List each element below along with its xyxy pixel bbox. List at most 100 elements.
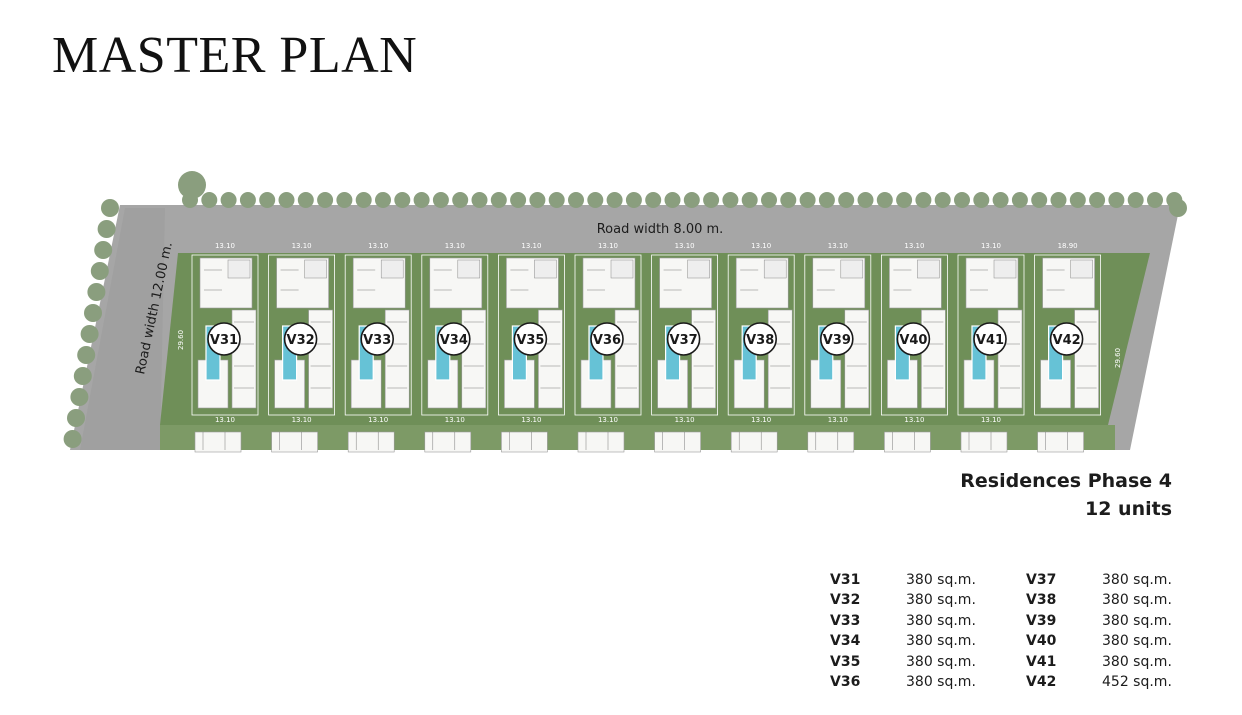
villa-label: V37 — [670, 333, 698, 348]
unit-id: V37 — [1026, 572, 1057, 588]
road-top-label: Road width 8.00 m. — [597, 222, 724, 237]
tree — [413, 192, 430, 208]
unit-area: 380 sq.m. — [1102, 633, 1172, 650]
tree — [973, 192, 990, 208]
tree — [63, 430, 82, 448]
garage — [380, 259, 404, 279]
tree — [510, 192, 527, 208]
lower-house — [424, 431, 472, 453]
tree — [587, 192, 604, 208]
plot-width-label-bottom: 13.10 — [521, 416, 541, 424]
garage — [610, 259, 634, 279]
tree — [625, 192, 642, 208]
villa-label-circle — [360, 322, 395, 356]
villa-label-circle — [896, 322, 931, 356]
unit-area: 380 sq.m. — [906, 572, 976, 588]
lower-house-row — [194, 431, 1084, 453]
lower-house — [884, 431, 931, 453]
page-title: MASTER PLAN — [52, 27, 418, 84]
plot-boundary — [574, 254, 642, 416]
tree — [683, 192, 700, 208]
unit-id: V40 — [1026, 633, 1057, 650]
plot-width-label-top: 13.10 — [368, 242, 388, 250]
unit-area: 452 sq.m. — [1102, 674, 1172, 690]
unit-area: 380 sq.m. — [906, 633, 976, 650]
plot-width-label-top: 13.10 — [675, 242, 695, 250]
tree — [1069, 192, 1086, 208]
plot-width-label-top: 13.10 — [751, 242, 771, 250]
tree — [77, 346, 96, 364]
tree — [97, 220, 116, 238]
tree — [80, 325, 99, 343]
tree — [915, 192, 932, 208]
tree — [452, 192, 469, 208]
house-back — [308, 309, 333, 409]
plot-boundary — [881, 254, 948, 416]
tree — [1108, 192, 1125, 208]
tree — [101, 199, 119, 217]
unit-area: 380 sq.m. — [1102, 612, 1172, 629]
tree — [87, 283, 106, 301]
tree — [355, 192, 372, 208]
plot-boundary — [804, 254, 872, 416]
villa-label-circle — [819, 322, 854, 356]
lower-house — [1037, 431, 1084, 453]
top-tree-row — [178, 171, 1187, 217]
lower-house — [807, 431, 855, 453]
plot-width-label-bottom: 13.10 — [292, 416, 312, 424]
garage — [1070, 259, 1093, 279]
unit-row-v40: V40 380 sq.m. — [1026, 631, 1206, 651]
villa-plots: V3113.1013.10V3213.1013.10V3313.1013.10V… — [191, 242, 1101, 424]
plot-boundary — [1034, 254, 1101, 416]
unit-area: 380 sq.m. — [1102, 592, 1172, 609]
plot-width-label-top: 13.10 — [215, 242, 235, 250]
plot-width-label-top: 13.10 — [521, 242, 541, 250]
house-back — [844, 309, 870, 409]
unit-id: V36 — [830, 674, 861, 690]
unit-area: 380 sq.m. — [906, 612, 976, 629]
plot-boundary — [344, 254, 412, 416]
villa-label-circle — [590, 322, 624, 356]
plot-boundary — [957, 254, 1025, 416]
tree — [1089, 192, 1106, 208]
plot-width-label-top: 13.10 — [598, 242, 618, 250]
tree — [992, 192, 1009, 208]
tree — [220, 192, 237, 208]
villa-label-circle — [743, 322, 778, 356]
house-back — [921, 309, 946, 409]
villa-label: V38 — [746, 333, 774, 348]
house-back — [691, 309, 716, 409]
lower-house — [577, 431, 625, 453]
villa-label: V42 — [1053, 333, 1081, 348]
villa-label: V39 — [823, 333, 851, 348]
plot-width-label-bottom: 13.10 — [445, 416, 465, 424]
house-back — [384, 309, 410, 409]
road-left-strip — [80, 208, 165, 450]
tree — [741, 192, 758, 208]
garage — [917, 259, 940, 279]
tree — [375, 192, 391, 208]
tree — [934, 192, 951, 208]
tree — [84, 304, 102, 322]
tree — [896, 192, 913, 208]
master-plan-map: V3113.1013.10V3213.1013.10V3313.1013.10V… — [63, 171, 1187, 453]
tree — [394, 192, 411, 208]
tree — [818, 192, 835, 208]
house-back — [461, 309, 487, 409]
tree — [1169, 199, 1187, 217]
unit-area: 380 sq.m. — [906, 592, 976, 609]
plot-width-label-bottom: 13.10 — [675, 416, 695, 424]
house-rear — [504, 359, 535, 409]
